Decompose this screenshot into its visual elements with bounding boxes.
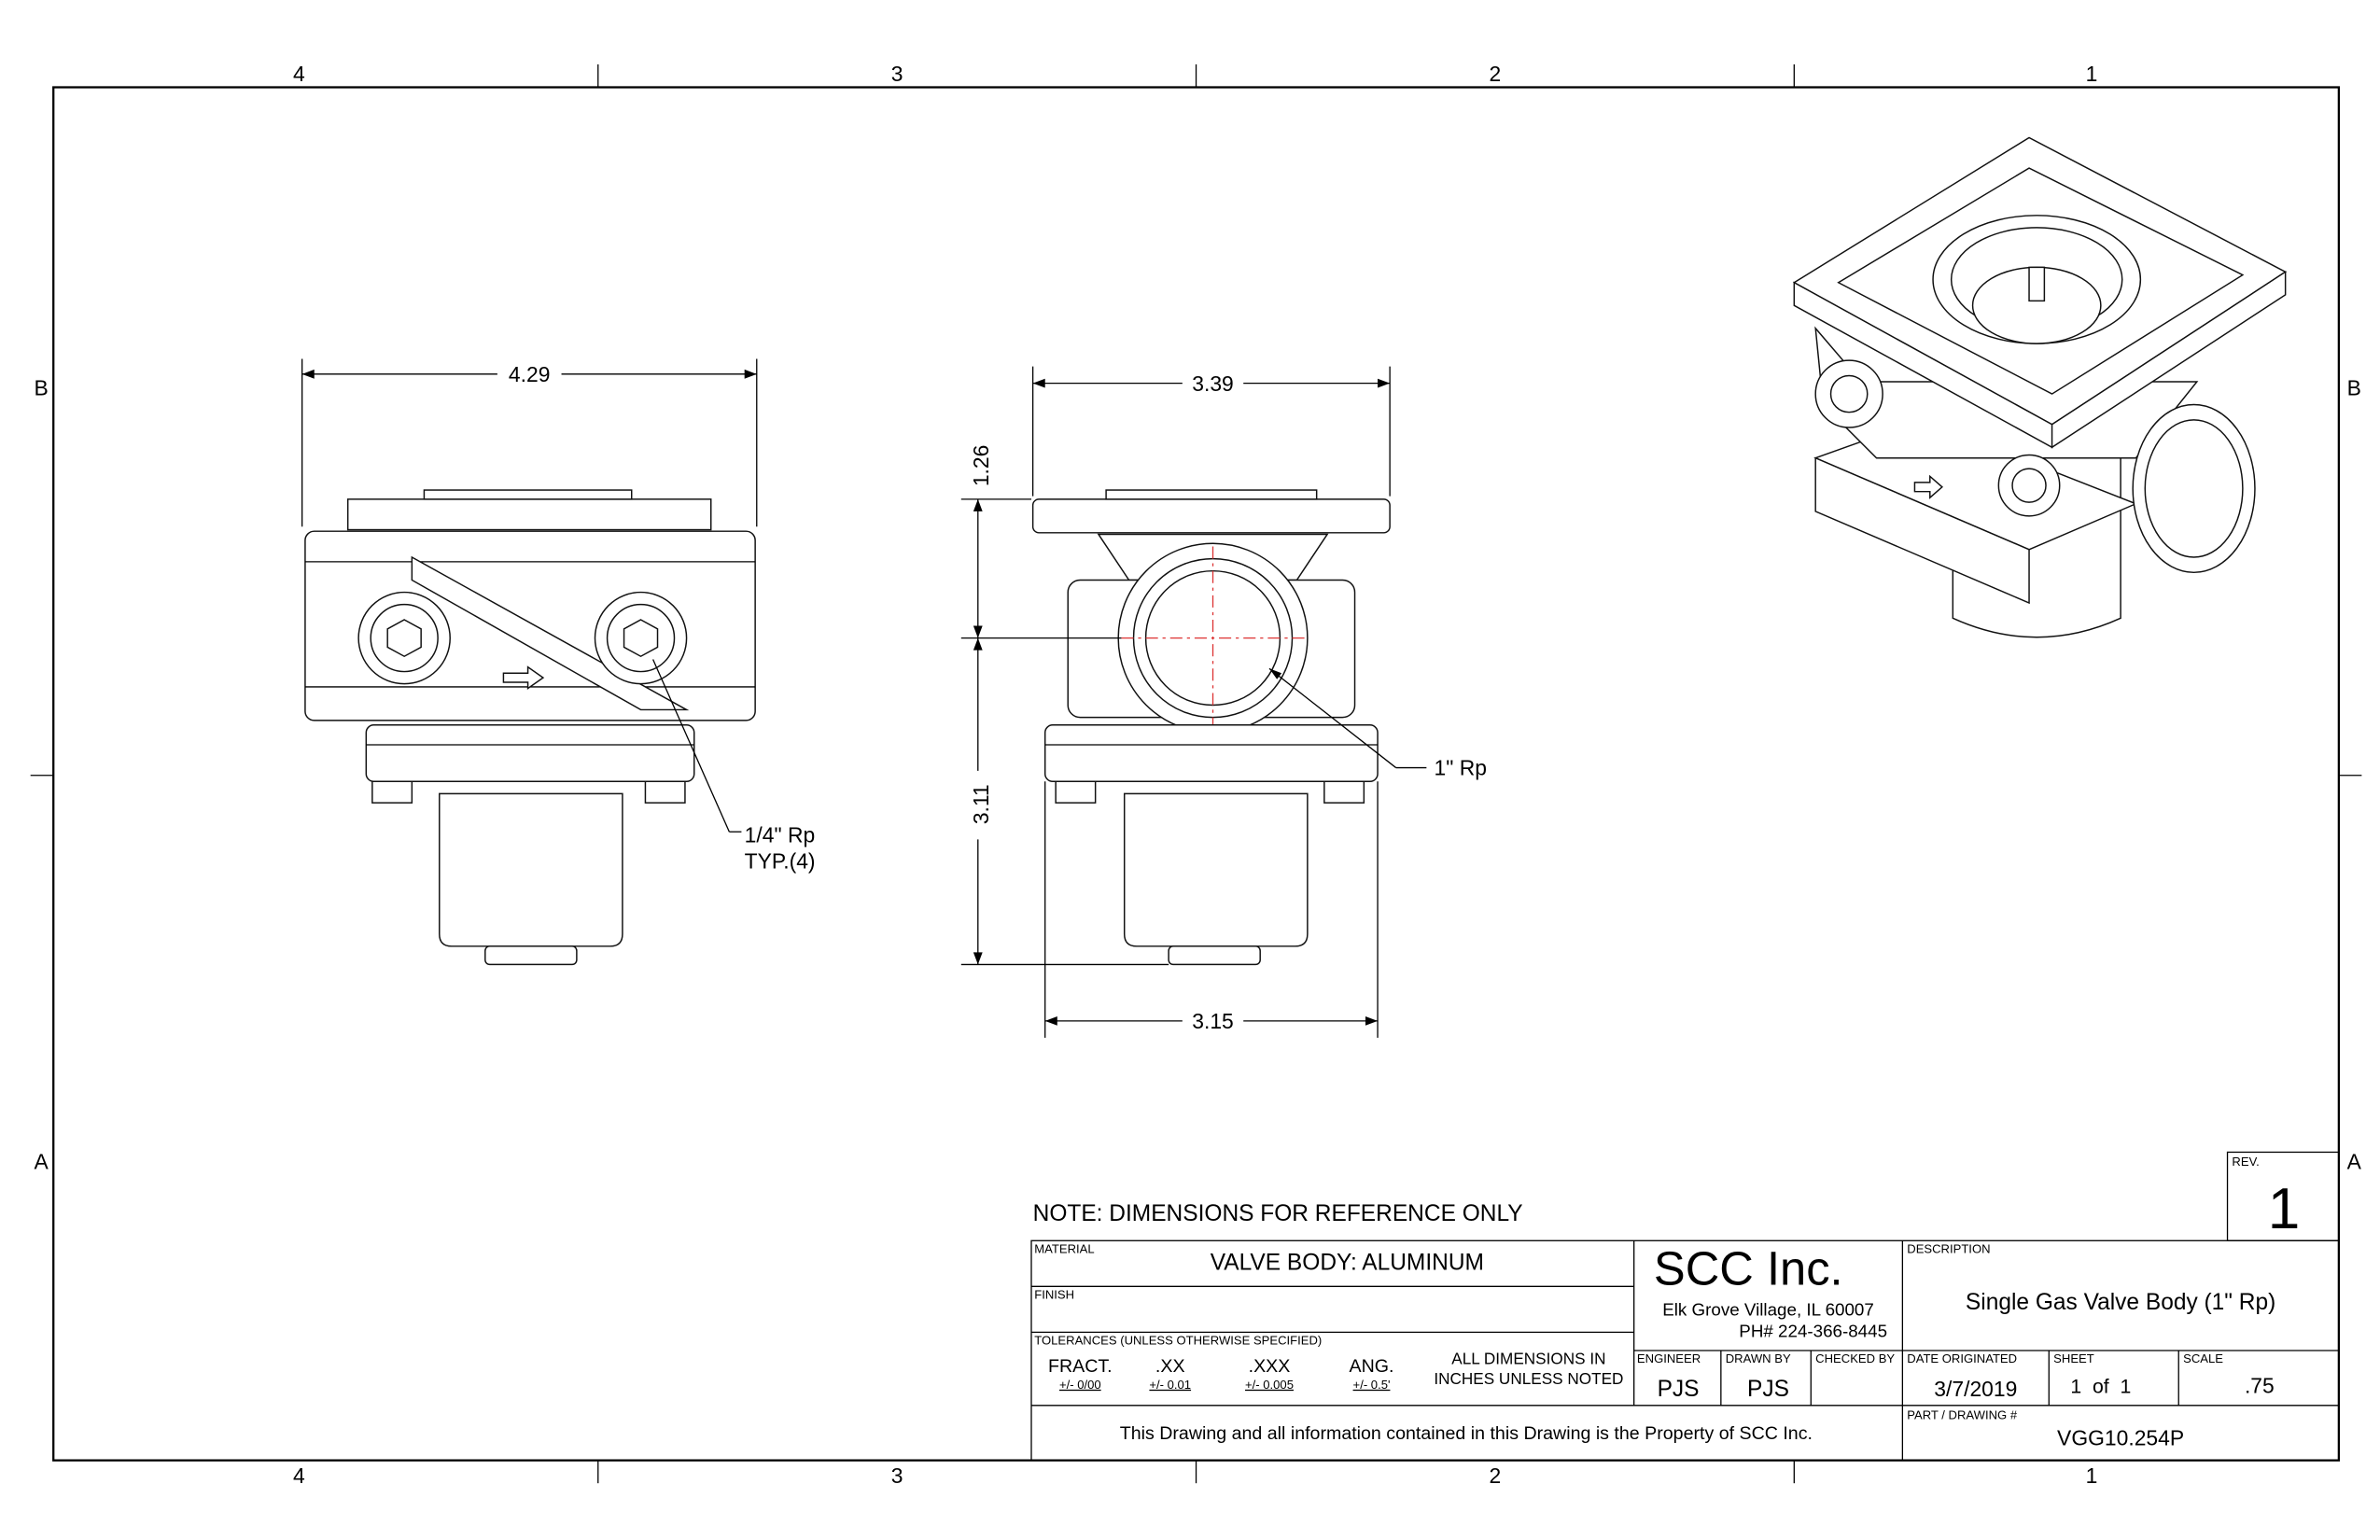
zone-row-a: A: [35, 1149, 49, 1173]
tol-fract-value: +/- 0/00: [1059, 1378, 1101, 1392]
rev-label: REV.: [2232, 1155, 2259, 1169]
hex-plug-icon: [386, 619, 422, 658]
dim-side-width: 4.29: [509, 362, 551, 386]
tol-ang-name: ANG.: [1350, 1356, 1394, 1377]
reference-note: NOTE: DIMENSIONS FOR REFERENCE ONLY: [1033, 1201, 1523, 1226]
description-value: Single Gas Valve Body (1" Rp): [1966, 1290, 2275, 1315]
tol-xx-name: .XX: [1155, 1356, 1185, 1377]
part-number-label: PART / DRAWING #: [1907, 1408, 2018, 1422]
property-notice: This Drawing and all information contain…: [1120, 1423, 1813, 1444]
hex-plug-icon: [623, 619, 659, 658]
zone-col-1-bottom: 1: [2086, 1463, 2098, 1488]
zone-col-3: 3: [891, 62, 903, 86]
units-line2: INCHES UNLESS NOTED: [1434, 1369, 1623, 1388]
date-label: DATE ORIGINATED: [1907, 1351, 2017, 1365]
dim-front-width: 3.39: [1192, 371, 1234, 396]
zone-col-1: 1: [2086, 62, 2098, 86]
units-line1: ALL DIMENSIONS IN: [1451, 1350, 1605, 1368]
drawn-by-value: PJS: [1747, 1377, 1789, 1402]
isometric-view: [1792, 136, 2288, 638]
tol-xxx-value: +/- 0.005: [1245, 1378, 1294, 1392]
zone-col-3-bottom: 3: [891, 1463, 903, 1488]
zone-col-4: 4: [293, 62, 305, 86]
drawn-by-label: DRAWN BY: [1726, 1351, 1791, 1365]
zone-row-b: B: [35, 376, 49, 400]
sheet-label: SHEET: [2053, 1351, 2094, 1365]
zone-col-2: 2: [1490, 62, 1502, 86]
date-value: 3/7/2019: [1934, 1377, 2017, 1401]
tol-ang-value: +/- 0.5': [1353, 1378, 1391, 1392]
scale-label: SCALE: [2183, 1351, 2223, 1365]
company-address: Elk Grove Village, IL 60007: [1662, 1299, 1874, 1319]
sheet-value: 1 of 1: [2070, 1376, 2131, 1398]
dim-top-height: 1.26: [969, 445, 993, 487]
material-label: MATERIAL: [1034, 1241, 1094, 1255]
company-phone: PH# 224-366-8445: [1739, 1321, 1887, 1340]
zone-ticks: [30, 63, 2362, 1484]
part-number-value: VGG10.254P: [2057, 1425, 2184, 1449]
rev-value: 1: [2268, 1177, 2301, 1241]
zone-row-b-right: B: [2347, 376, 2361, 400]
company-name: SCC Inc.: [1654, 1242, 1843, 1295]
front-view: 3.39 1.26 3.11 3.15 1" Rp: [960, 366, 1487, 1038]
description-label: DESCRIPTION: [1907, 1241, 1990, 1255]
dim-base-width: 3.15: [1192, 1009, 1234, 1033]
side-view: 4.29 1/4" Rp TYP.(4): [301, 358, 816, 966]
engineer-label: ENGINEER: [1637, 1351, 1701, 1365]
tolerances-label: TOLERANCES (UNLESS OTHERWISE SPECIFIED): [1034, 1333, 1322, 1347]
tol-fract-name: FRACT.: [1048, 1356, 1113, 1377]
finish-label: FINISH: [1034, 1287, 1074, 1301]
zone-col-4-bottom: 4: [293, 1463, 305, 1488]
material-value: VALVE BODY: ALUMINUM: [1211, 1250, 1484, 1275]
flow-arrow-icon: [1913, 474, 1943, 499]
label-port-small: 1/4" Rp: [745, 823, 816, 847]
label-port-main: 1" Rp: [1435, 756, 1487, 780]
checked-by-label: CHECKED BY: [1815, 1351, 1895, 1365]
title-block: REV. 1 MATERIAL VALVE BODY: ALUMINUM FIN…: [1030, 1151, 2340, 1462]
label-port-qty: TYP.(4): [745, 848, 816, 873]
zone-col-2-bottom: 2: [1490, 1463, 1502, 1488]
tol-xx-value: +/- 0.01: [1149, 1378, 1191, 1392]
dim-bottom-height: 3.11: [969, 784, 993, 824]
scale-value: .75: [2245, 1374, 2275, 1398]
flow-arrow-icon: [502, 665, 545, 690]
tol-xxx-name: .XXX: [1249, 1356, 1291, 1377]
engineer-value: PJS: [1658, 1377, 1700, 1402]
zone-row-a-right: A: [2347, 1149, 2362, 1173]
